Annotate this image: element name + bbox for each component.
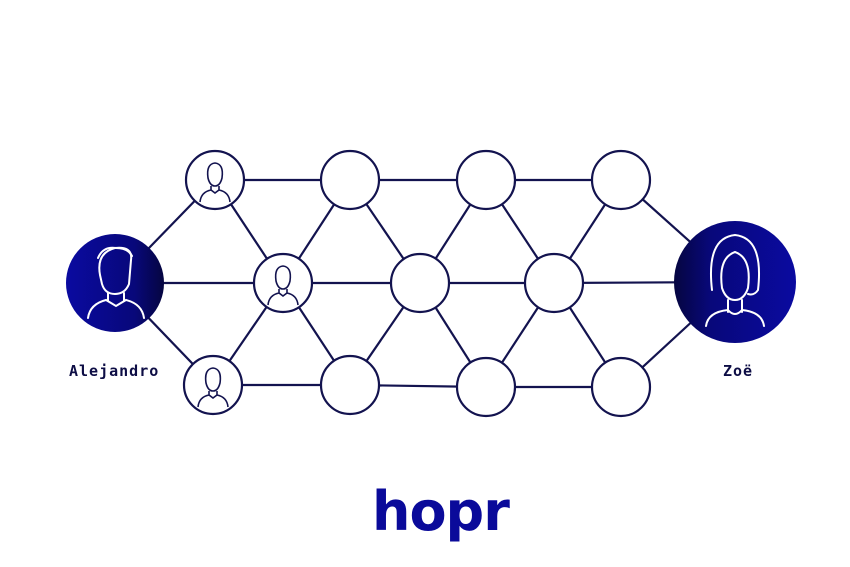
relay-node — [455, 356, 517, 418]
relay-node-user — [184, 149, 246, 211]
user-avatar-icon — [705, 233, 765, 327]
relay-node — [523, 252, 585, 314]
sender-name: Alejandro — [69, 362, 159, 380]
relay-node — [319, 354, 381, 416]
relay-node — [590, 149, 652, 211]
user-avatar-icon — [197, 367, 229, 408]
relay-node-user — [182, 354, 244, 416]
relay-node — [590, 356, 652, 418]
nodes — [182, 149, 652, 418]
receiver-node — [674, 221, 796, 343]
sender-node — [66, 234, 164, 332]
user-avatar-icon — [199, 162, 231, 203]
relay-node-user — [252, 252, 314, 314]
receiver-name: Zoë — [723, 362, 753, 380]
relay-node — [319, 149, 381, 211]
user-avatar-icon — [87, 246, 145, 319]
hopr-logo: hopr — [372, 480, 510, 543]
relay-node — [455, 149, 517, 211]
relay-node — [389, 252, 451, 314]
user-avatar-icon — [267, 265, 299, 306]
